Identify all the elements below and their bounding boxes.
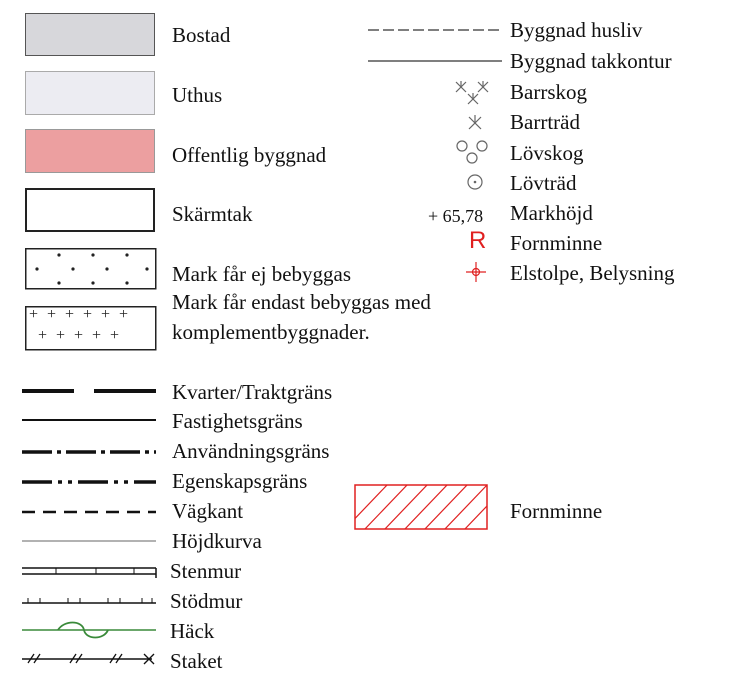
fornminne-symbol-label: Fornminne: [510, 231, 603, 255]
fornminne-icon: R: [469, 227, 487, 254]
svg-text:+: +: [65, 306, 74, 323]
svg-text:+: +: [92, 327, 101, 344]
komplement-swatch: +++ +++ +++ ++: [25, 306, 157, 351]
vagkant-line: [22, 510, 156, 514]
kvarter-traktgrans-line: [22, 389, 156, 393]
offentlig-byggnad-swatch: [25, 129, 155, 173]
lovskog-icon: [456, 140, 488, 164]
byggnad-takkontur-label: Byggnad takkontur: [510, 49, 672, 73]
hack-line: [22, 621, 156, 639]
svg-text:+: +: [47, 306, 56, 323]
fornminne-area-swatch: [354, 484, 488, 530]
lovskog-label: Lövskog: [510, 141, 584, 165]
barrtrad-label: Barrträd: [510, 110, 580, 134]
markhojd-label: Markhöjd: [510, 201, 593, 225]
byggnad-husliv-line: [368, 29, 502, 31]
elstolpe-icon: [466, 262, 486, 282]
komplement-label-line1: Mark får endast bebyggas med: [172, 290, 431, 314]
stodmur-line: [22, 598, 156, 604]
hack-label: Häck: [170, 619, 215, 643]
hojdkurva-label: Höjdkurva: [172, 529, 262, 553]
staket-line: [22, 653, 155, 665]
byggnad-takkontur-line: [368, 60, 502, 62]
svg-text:+: +: [101, 306, 110, 323]
lovtrad-label: Lövträd: [510, 171, 577, 195]
elstolpe-label: Elstolpe, Belysning: [510, 261, 675, 285]
skarmtak-label: Skärmtak: [172, 202, 253, 226]
svg-text:+: +: [83, 306, 92, 323]
komplement-label-line2: komplementbyggnader.: [172, 320, 370, 344]
uthus-swatch: [25, 71, 155, 115]
uthus-label: Uthus: [172, 83, 223, 107]
egenskapsgrans-label: Egenskapsgräns: [172, 469, 308, 493]
fastighetsgrans-line: [22, 419, 156, 421]
anvandningsgrans-label: Användningsgräns: [172, 439, 330, 463]
ej-bebyggas-label: Mark får ej bebyggas: [172, 262, 352, 286]
svg-text:+: +: [29, 306, 38, 323]
offentlig-byggnad-label: Offentlig byggnad: [172, 143, 327, 167]
fornminne-area-label: Fornminne: [510, 499, 603, 523]
ej-bebyggas-swatch: [25, 248, 157, 290]
stenmur-line: [22, 567, 157, 578]
barrskog-icon: [455, 81, 489, 105]
staket-label: Staket: [170, 649, 223, 673]
barrskog-label: Barrskog: [510, 80, 587, 104]
hojdkurva-line: [22, 540, 156, 542]
anvandningsgrans-line: [22, 450, 156, 454]
fastighetsgrans-label: Fastighetsgräns: [172, 409, 303, 433]
barrtrad-icon: [468, 115, 482, 130]
lovtrad-icon: [467, 174, 483, 190]
svg-text:+: +: [74, 327, 83, 344]
svg-text:+: +: [38, 327, 47, 344]
markhojd-value: + 65,78: [428, 206, 484, 226]
skarmtak-swatch: [25, 188, 155, 232]
bostad-label: Bostad: [172, 23, 231, 47]
kvarter-traktgrans-label: Kvarter/Traktgräns: [172, 380, 333, 404]
byggnad-husliv-label: Byggnad husliv: [510, 18, 643, 42]
svg-text:+: +: [110, 327, 119, 344]
svg-text:+: +: [56, 327, 65, 344]
vagkant-label: Vägkant: [172, 499, 244, 523]
egenskapsgrans-line: [22, 480, 156, 484]
svg-text:+: +: [119, 306, 128, 323]
stodmur-label: Stödmur: [170, 589, 243, 613]
bostad-swatch: [25, 13, 155, 56]
stenmur-label: Stenmur: [170, 559, 242, 583]
